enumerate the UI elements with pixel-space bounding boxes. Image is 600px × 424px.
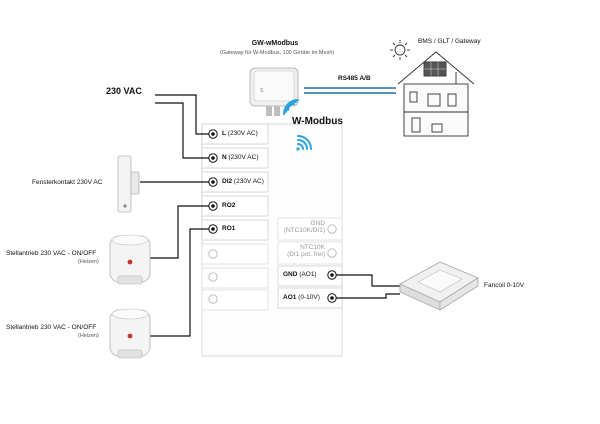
terminal-row-ao1: [277, 287, 343, 309]
bms-label: BMS / GLT / Gateway: [418, 38, 481, 45]
terminal-label-l: L (230V AC): [222, 130, 258, 137]
terminal-row-empty2: [201, 267, 269, 289]
fancoil-label: Fancoil 0-10V: [484, 282, 525, 289]
actuator-wires: [150, 205, 209, 337]
power-label: 230 VAC: [106, 86, 142, 96]
terminal-label-gnd-ao1: GND (AO1): [283, 271, 317, 278]
terminal-label-ro1: RO1: [222, 225, 236, 232]
actuator1-sublabel: (Heizen): [78, 259, 99, 265]
module-wifi-icon: [296, 135, 312, 151]
window-contact-label: Fensterkontakt 230V AC: [32, 179, 103, 186]
actuator-icon-2: [109, 308, 151, 359]
fancoil-icon: [399, 261, 479, 311]
gateway-device-icon: S: [249, 67, 299, 116]
terminal-row-empty3: [201, 289, 269, 311]
sun-icon: [390, 40, 410, 60]
window-contact-icon: [117, 155, 140, 213]
terminal-label-gnd-dim: GND (NTC10K/DI1): [283, 220, 325, 234]
actuator2-label: Stellantrieb 230 VAC - ON/OFF: [6, 324, 97, 331]
terminal-row-ntc: [277, 241, 343, 265]
fancoil-wires: [336, 274, 400, 299]
house-icon: [397, 51, 475, 137]
power-wires: [155, 94, 209, 159]
actuator1-label: Stellantrieb 230 VAC - ON/OFF: [6, 250, 97, 257]
terminal-label-di2: DI2 (230V AC): [222, 178, 264, 185]
rs485-bus: [304, 87, 396, 94]
bus-label: RS485 A/B: [338, 75, 371, 82]
terminal-row-gnd-dim: [277, 217, 343, 241]
terminal-row-empty1: [201, 243, 269, 265]
terminal-label-ntc: NTC10K (DI1 pot. frei): [287, 244, 325, 258]
svg-text:S: S: [260, 88, 264, 94]
diagram-title: W-Modbus: [292, 116, 343, 127]
terminal-label-ro2: RO2: [222, 202, 236, 209]
actuator-icon-1: [109, 234, 151, 285]
terminal-label-ao1: AO1 (0-10V): [283, 294, 320, 301]
terminal-row-gnd-ao1: [277, 265, 343, 287]
terminal-row-ro2: [201, 195, 269, 217]
terminal-label-n: N (230V AC): [222, 154, 259, 161]
gateway-name: GW-wModbus: [251, 40, 299, 47]
gateway-desc: (Gateway für W-Modbus, 100 Geräte im Mes…: [220, 50, 335, 56]
terminal-row-ro1: [201, 219, 269, 241]
gateway-wifi-icon: [283, 99, 299, 115]
actuator2-sublabel: (Heizen): [78, 333, 99, 339]
